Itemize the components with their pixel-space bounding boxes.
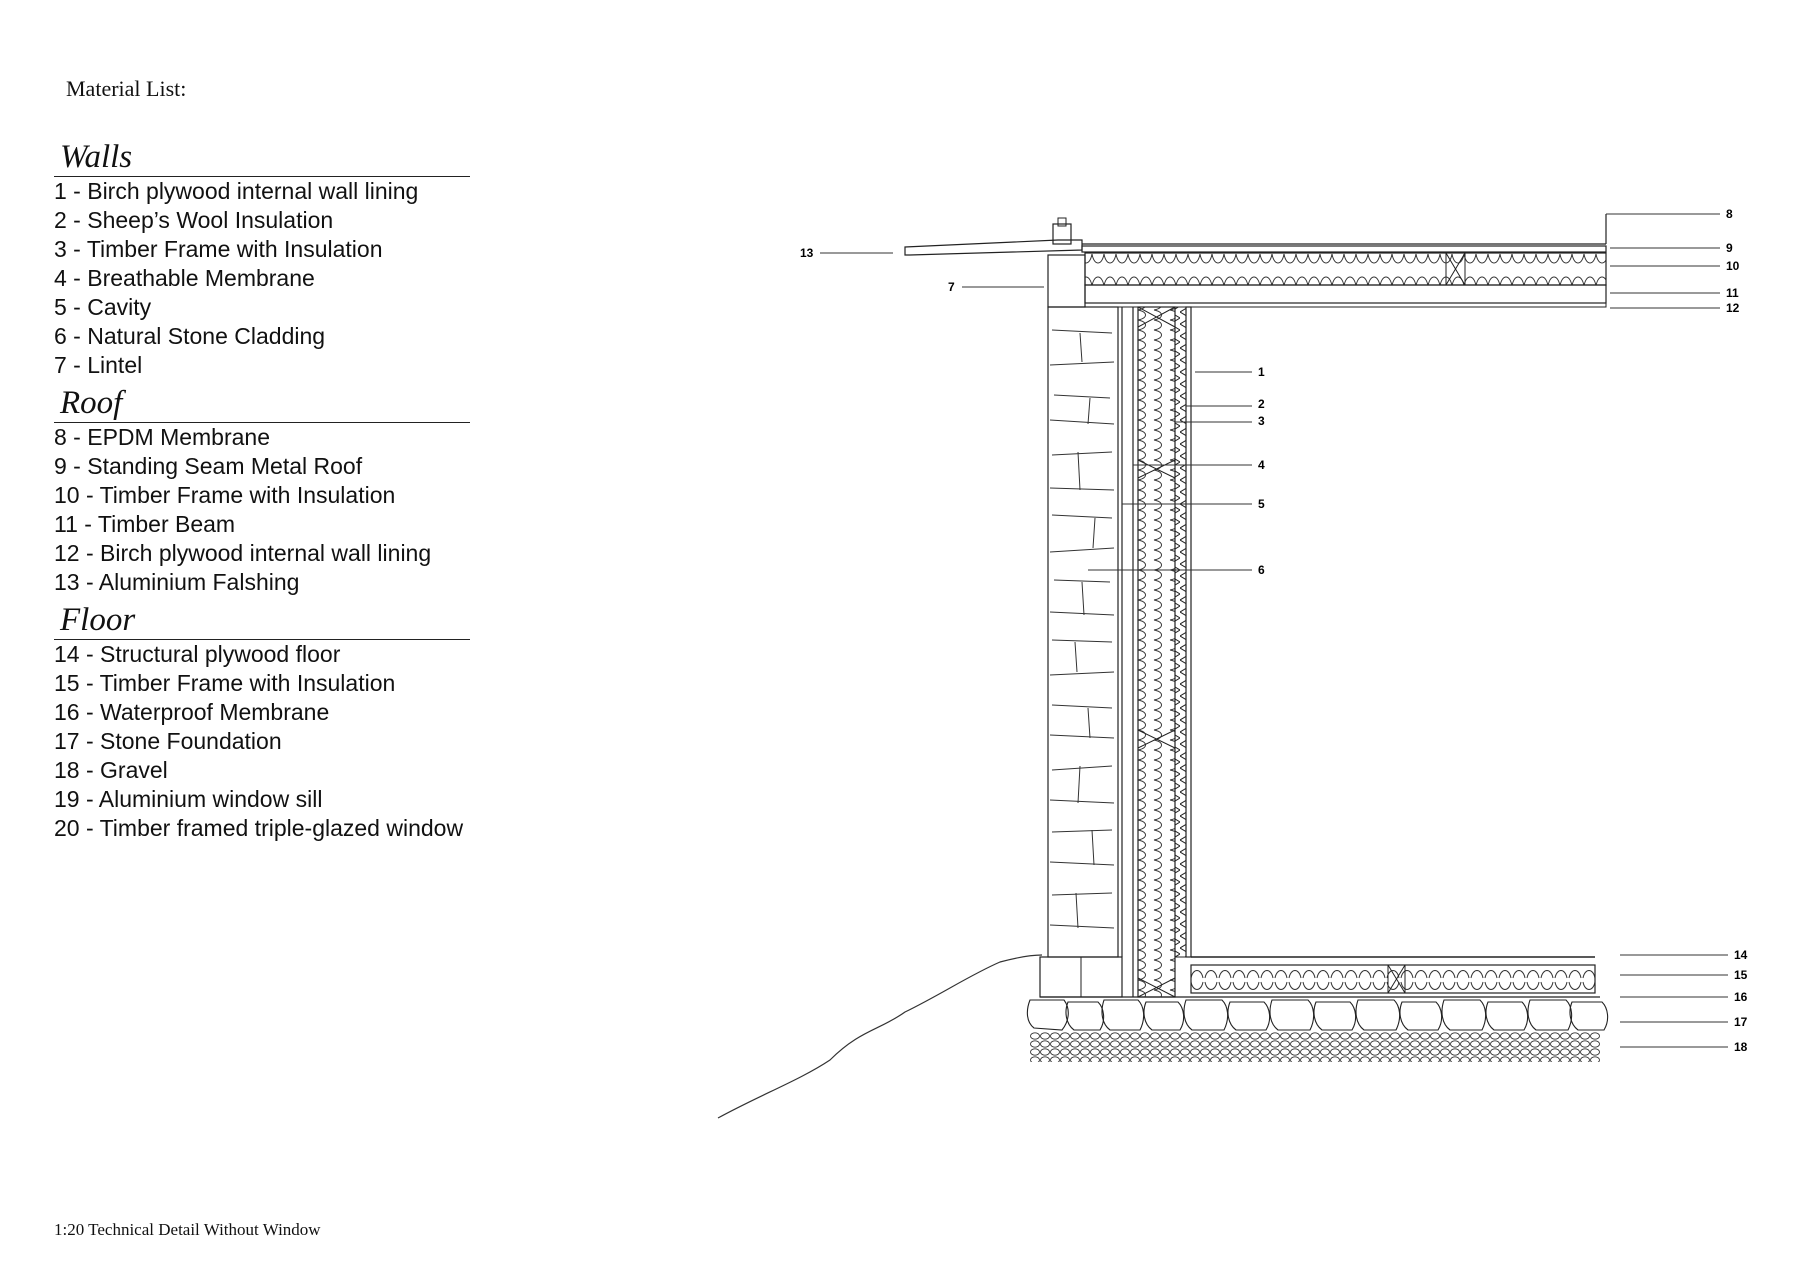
section-title-walls: Walls	[54, 138, 470, 177]
callout-6: 6	[1258, 563, 1265, 577]
list-item: 14 - Structural plywood floor	[54, 641, 341, 667]
list-item: 18 - Gravel	[54, 757, 168, 783]
callout-10: 10	[1726, 259, 1740, 273]
wall-insulation	[1137, 306, 1176, 998]
list-item: 5 - Cavity	[54, 294, 152, 320]
floor-insulation	[1190, 964, 1596, 994]
roof-list: 8 - EPDM Membrane 9 - Standing Seam Meta…	[54, 423, 494, 597]
callout-3: 3	[1258, 414, 1265, 428]
metal-roof	[1081, 245, 1607, 253]
callout-15: 15	[1734, 968, 1748, 982]
aluminium-flashing	[904, 239, 1083, 256]
callout-14: 14	[1734, 948, 1748, 962]
leader-lines	[820, 213, 1728, 1048]
section-title-floor: Floor	[54, 601, 470, 640]
list-item: 1 - Birch plywood internal wall lining	[54, 178, 419, 204]
lintel	[1047, 254, 1086, 308]
callout-12: 12	[1726, 301, 1740, 315]
stone-cladding	[1047, 306, 1119, 958]
gravel-layer	[1030, 1032, 1600, 1062]
ground-line	[717, 954, 1043, 1119]
list-item: 20 - Timber framed triple-glazed window	[54, 815, 464, 841]
walls-list: 1 - Birch plywood internal wall lining 2…	[54, 177, 494, 380]
list-item: 8 - EPDM Membrane	[54, 424, 271, 450]
callout-5: 5	[1258, 497, 1265, 511]
callout-17: 17	[1734, 1015, 1748, 1029]
material-list: Walls 1 - Birch plywood internal wall li…	[54, 138, 494, 843]
callout-13: 13	[800, 246, 814, 260]
page-title: Material List:	[66, 76, 187, 101]
list-item: 9 - Standing Seam Metal Roof	[54, 453, 363, 479]
list-item: 12 - Birch plywood internal wall lining	[54, 540, 432, 566]
callout-4: 4	[1258, 458, 1265, 472]
callout-9: 9	[1726, 241, 1733, 255]
callout-18: 18	[1734, 1040, 1748, 1054]
list-item: 16 - Waterproof Membrane	[54, 699, 330, 725]
sheep-wool-insulation	[1174, 306, 1187, 958]
list-item: 17 - Stone Foundation	[54, 728, 282, 754]
list-item: 13 - Aluminium Falshing	[54, 569, 300, 595]
list-item: 3 - Timber Frame with Insulation	[54, 236, 383, 262]
roof-upstand	[1052, 223, 1072, 245]
roof-insulation	[1084, 252, 1607, 286]
callout-8: 8	[1726, 207, 1733, 221]
callout-7: 7	[948, 280, 955, 294]
stone-foundation	[1026, 999, 1609, 1031]
callout-2: 2	[1258, 397, 1265, 411]
list-item: 10 - Timber Frame with Insulation	[54, 482, 396, 508]
callout-1: 1	[1258, 365, 1265, 379]
callout-16: 16	[1734, 990, 1748, 1004]
floor-list: 14 - Structural plywood floor 15 - Timbe…	[54, 640, 494, 843]
drawing-caption: 1:20 Technical Detail Without Window	[54, 1220, 321, 1239]
list-item: 11 - Timber Beam	[54, 511, 236, 537]
section-title-roof: Roof	[54, 384, 470, 423]
wall-lining	[1185, 306, 1192, 958]
callout-11: 11	[1726, 286, 1739, 300]
list-item: 6 - Natural Stone Cladding	[54, 323, 326, 349]
list-item: 15 - Timber Frame with Insulation	[54, 670, 396, 696]
list-item: 2 - Sheep’s Wool Insulation	[54, 207, 334, 233]
timber-beam	[1084, 284, 1607, 304]
list-item: 19 - Aluminium window sill	[54, 786, 323, 812]
list-item: 4 - Breathable Membrane	[54, 265, 315, 291]
stone-joints	[1049, 329, 1115, 929]
list-item: 7 - Lintel	[54, 352, 143, 378]
